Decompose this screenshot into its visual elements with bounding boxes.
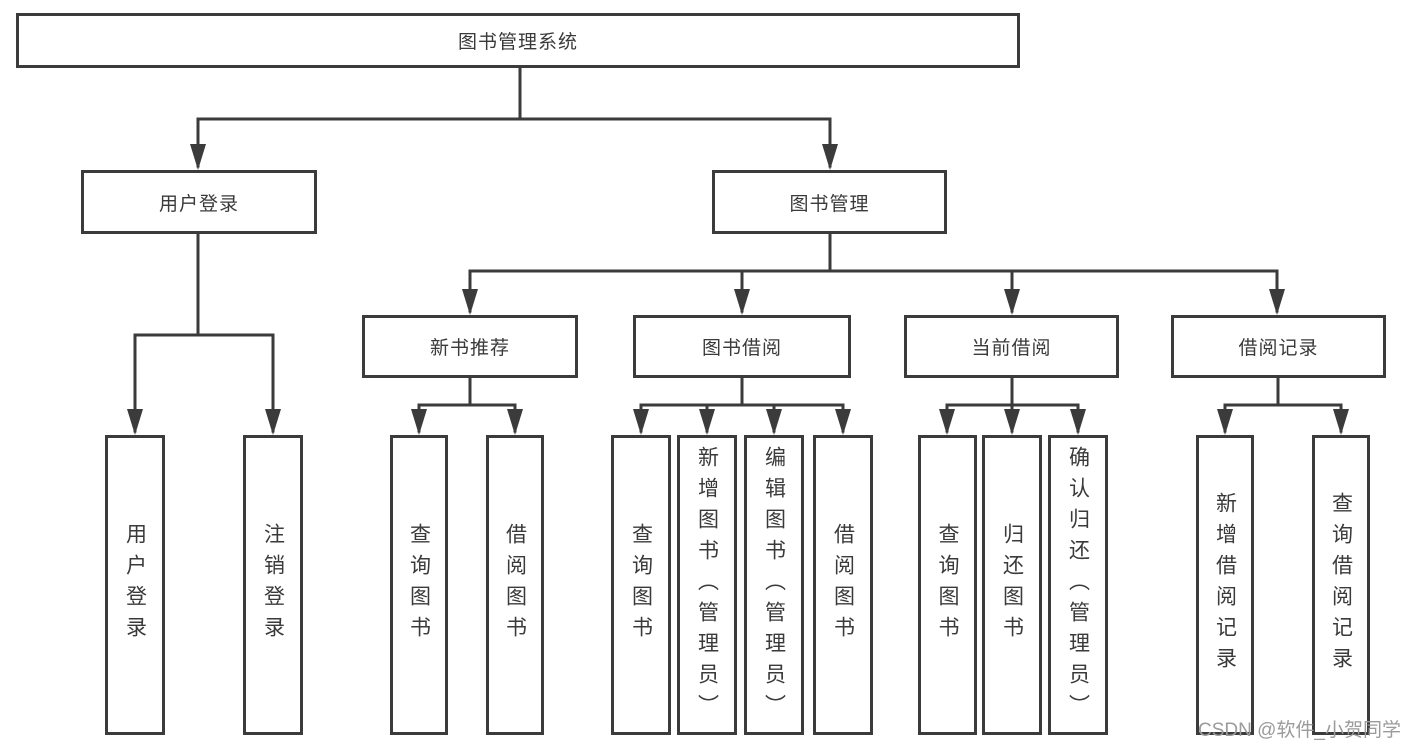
leaf-add-borrow-record: 新增借阅记录 (1196, 435, 1254, 735)
connector-root-to-level2 (190, 66, 838, 170)
connector-book-mgmt-to-level3 (462, 232, 1285, 315)
leaf-query-books-newbook: 查询图书 (390, 435, 448, 735)
leaf-logout: 注销登录 (243, 435, 303, 735)
node-new-book-recommendation: 新书推荐 (362, 315, 578, 378)
csdn-watermark: CSDN @软件_小贺同学 (1198, 720, 1401, 741)
leaf-confirm-return-admin: 确认归还（管理员） (1048, 435, 1108, 735)
leaf-add-books-admin: 新增图书（管理员） (677, 435, 737, 735)
node-borrowing-records: 借阅记录 (1171, 315, 1386, 378)
node-user-login: 用户登录 (81, 170, 317, 234)
leaf-query-books-current: 查询图书 (918, 435, 977, 735)
node-book-borrowing: 图书借阅 (633, 315, 851, 378)
leaf-edit-books-admin: 编辑图书（管理员） (744, 435, 804, 735)
connector-new-book-to-leaves (411, 376, 523, 435)
connector-current-to-leaves (939, 376, 1086, 435)
node-library-management-system: 图书管理系统 (16, 13, 1020, 68)
connector-records-to-leaves (1217, 376, 1349, 435)
connector-borrow-to-leaves (633, 376, 851, 435)
node-book-management: 图书管理 (712, 170, 947, 234)
connector-user-login-to-leaves (127, 232, 281, 435)
node-current-borrowing: 当前借阅 (904, 315, 1119, 378)
leaf-return-books: 归还图书 (982, 435, 1042, 735)
leaf-borrow-books-newbook: 借阅图书 (486, 435, 544, 735)
leaf-query-borrow-record: 查询借阅记录 (1312, 435, 1370, 735)
leaf-borrow-books: 借阅图书 (813, 435, 873, 735)
leaf-query-books-borrow: 查询图书 (611, 435, 671, 735)
leaf-user-login: 用户登录 (105, 435, 165, 735)
